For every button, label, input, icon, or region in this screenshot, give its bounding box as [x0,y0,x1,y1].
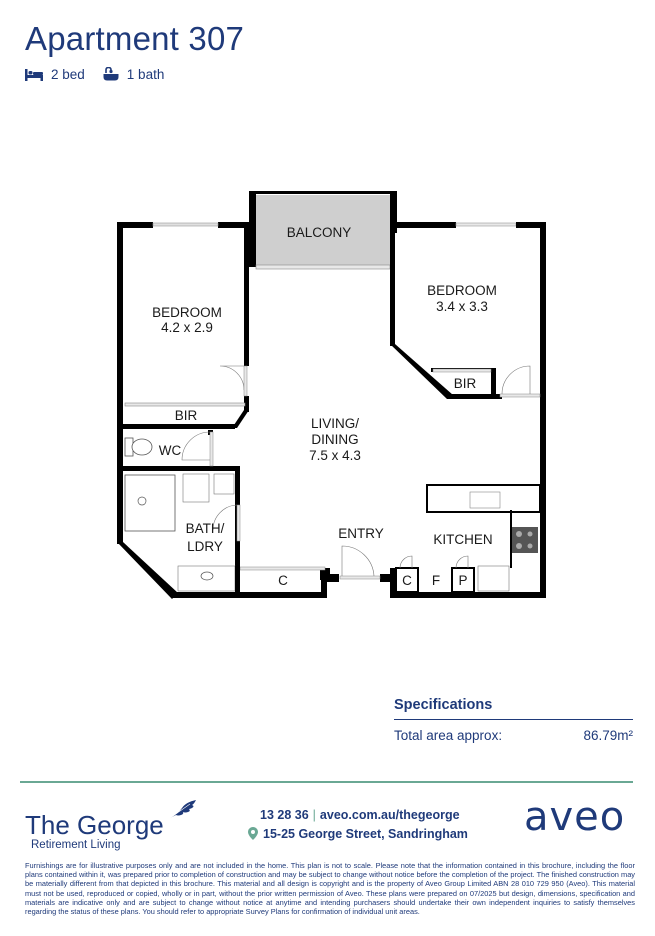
feature-bed: 2 bed [25,67,85,82]
room-pantry: P [458,573,467,588]
spec-value: 86.79m² [583,728,633,743]
specifications-panel: Specifications Total area approx: 86.79m… [394,697,633,743]
feature-bed-label: 2 bed [51,67,85,82]
room-wc: WC [159,443,182,458]
room-kitchen: KITCHEN [433,532,492,547]
address: 15-25 George Street, Sandringham [263,826,468,841]
room-bir1: BIR [175,408,198,423]
room-closet-bath: C [278,573,288,588]
feature-bath: 1 bath [103,67,165,82]
room-bedroom2-dims: 3.4 x 3.3 [436,299,488,314]
location-pin-icon [248,827,258,840]
shower-icon [124,474,176,532]
spec-label: Total area approx: [394,728,503,743]
balcony-area [256,195,390,267]
basin-icon [200,571,214,581]
contact-block: 13 28 36 | aveo.com.au/thegeorge 15-25 G… [248,805,468,843]
separator: | [312,807,316,822]
room-balcony: BALCONY [287,225,352,240]
cooktop-icon [512,527,538,553]
room-living-dims: 7.5 x 4.3 [309,448,361,463]
features-row: 2 bed 1 bath [25,67,182,82]
room-bedroom2-name: BEDROOM [427,283,497,298]
floor-plan: BALCONY BEDROOM 4.2 x 2.9 BEDROOM 3.4 x … [117,191,546,599]
entry-door-swing [341,545,375,577]
room-living-line2: DINING [311,432,358,447]
footer-divider [20,781,633,783]
bed-icon [25,68,43,81]
page-title: Apartment 307 [25,20,245,57]
feature-bath-label: 1 bath [126,67,165,82]
contact-line-phone: 13 28 36 | aveo.com.au/thegeorge [248,805,468,824]
brand-subtitle: Retirement Living [31,839,121,851]
room-bath-line2: LDRY [187,539,223,554]
room-bath-line1: BATH/ [186,521,225,536]
room-bedroom1-dims: 4.2 x 2.9 [161,320,213,335]
room-bedroom1-name: BEDROOM [152,305,222,320]
room-living-line1: LIVING/ [311,416,359,431]
disclaimer-text: Furnishings are for illustrative purpose… [25,861,635,917]
specifications-title: Specifications [394,697,633,720]
spec-row-total-area: Total area approx: 86.79m² [394,728,633,743]
bath-icon [103,67,119,81]
brand-block: The George Retirement Living [25,810,164,851]
oak-leaf-icon [169,800,196,819]
phone-number[interactable]: 13 28 36 [260,807,309,822]
contact-line-address: 15-25 George Street, Sandringham [248,824,468,843]
website-link[interactable]: aveo.com.au/thegeorge [319,807,460,822]
aveo-logo: aveo [524,794,626,840]
room-bir2: BIR [454,376,477,391]
room-fridge: F [432,573,440,588]
room-closet-entry: C [402,573,412,588]
brand-name: The George [25,810,164,840]
room-entry: ENTRY [338,526,384,541]
